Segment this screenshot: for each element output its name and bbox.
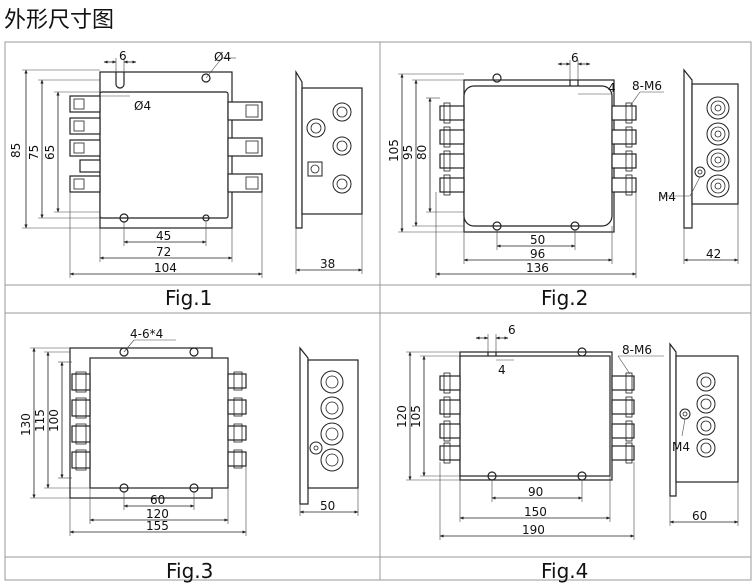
fig1-width-45-label: 45 <box>156 229 171 243</box>
fig2-dimensions: 6 4 8-M6 105 95 80 50 96 136 <box>387 51 664 278</box>
fig3-right-terminals <box>227 371 247 469</box>
fig4-width-190-label: 190 <box>522 523 545 537</box>
fig4-width-150-label: 150 <box>524 505 547 519</box>
fig4-height-120-label: 120 <box>395 405 409 428</box>
fig3-width-120-label: 120 <box>146 507 169 521</box>
fig4-depth-60-label: 60 <box>692 509 707 523</box>
fig3-front-view <box>69 347 247 499</box>
fig1-front-view <box>69 71 263 229</box>
fig1-width-104-label: 104 <box>154 261 177 275</box>
fig2-side-view <box>683 68 739 229</box>
fig3-height-100-label: 100 <box>47 409 61 432</box>
fig1-left-terminals <box>69 95 101 193</box>
fig2-side-dimensions: M4 42 <box>658 176 739 264</box>
fig1-hole-left-label: Ø4 <box>134 99 151 113</box>
fig3-height-130-label: 130 <box>19 413 33 436</box>
fig2-width-50-label: 50 <box>530 233 545 247</box>
fig2-width-96-label: 96 <box>530 247 545 261</box>
fig2-front-view <box>439 73 637 233</box>
fig2-caption: Fig.2 <box>541 286 588 310</box>
fig4-width-90-label: 90 <box>528 485 543 499</box>
fig4-front-view <box>439 347 635 481</box>
fig3-dimensions: 4-6*4 130 115 100 60 120 155 <box>19 327 247 536</box>
fig1-height-85-label: 85 <box>9 143 23 158</box>
page-title: 外形尺寸图 <box>4 8 115 33</box>
fig4-dimensions: 6 4 8-M6 120 105 90 150 190 <box>395 323 664 540</box>
panel-grid <box>4 41 752 581</box>
fig4-slot-depth-label: 4 <box>498 363 506 377</box>
fig2-height-105-label: 105 <box>387 139 401 162</box>
fig2-height-95-label: 95 <box>401 145 415 160</box>
fig4-side-dimensions: M4 60 <box>669 418 739 526</box>
fig3-holes-label: 4-6*4 <box>130 327 163 341</box>
fig1-height-65-label: 65 <box>43 145 57 160</box>
fig4-caption: Fig.4 <box>541 559 588 583</box>
fig3-height-115-label: 115 <box>33 409 47 432</box>
fig1-height-75-label: 75 <box>27 145 41 160</box>
fig3-side-view <box>299 346 359 505</box>
fig2-terminal-spec-label: 8-M6 <box>632 79 662 93</box>
fig1-slot-width-label: 6 <box>119 49 127 63</box>
fig2-slot-depth-label: 4 <box>608 81 616 95</box>
fig2-slot-width-label: 6 <box>571 51 579 65</box>
fig1-dimensions: 6 Ø4 Ø4 85 75 65 45 72 104 <box>9 49 263 278</box>
fig1-depth-38-label: 38 <box>320 257 335 271</box>
fig1-side-dimensions: 38 <box>295 214 363 274</box>
fig4-right-terminals <box>611 372 635 464</box>
fig2-depth-42-label: 42 <box>706 247 721 261</box>
fig2-left-terminals <box>439 102 465 196</box>
fig3-left-terminals <box>71 371 91 471</box>
fig1-right-terminals <box>227 101 263 193</box>
fig3-width-155-label: 155 <box>146 519 169 533</box>
fig2-ground-label: M4 <box>658 190 676 204</box>
fig1-side-view <box>295 69 363 229</box>
fig4-left-terminals <box>439 372 461 464</box>
fig1-width-72-label: 72 <box>156 245 171 259</box>
fig4-ground-label: M4 <box>672 440 690 454</box>
fig3-width-60-label: 60 <box>150 493 165 507</box>
fig3-depth-50-label: 50 <box>320 499 335 513</box>
fig3-caption: Fig.3 <box>166 559 213 583</box>
fig1-hole-top-label: Ø4 <box>214 50 231 64</box>
fig1-caption: Fig.1 <box>165 286 212 310</box>
fig4-terminal-spec-label: 8-M6 <box>622 343 652 357</box>
fig3-side-dimensions: 50 <box>299 488 359 516</box>
fig4-slot-width-label: 6 <box>508 323 516 337</box>
fig2-height-80-label: 80 <box>415 145 429 160</box>
fig4-height-105-label: 105 <box>409 405 423 428</box>
fig2-right-terminals <box>611 102 637 196</box>
fig4-side-view <box>669 342 739 497</box>
fig2-width-136-label: 136 <box>526 261 549 275</box>
